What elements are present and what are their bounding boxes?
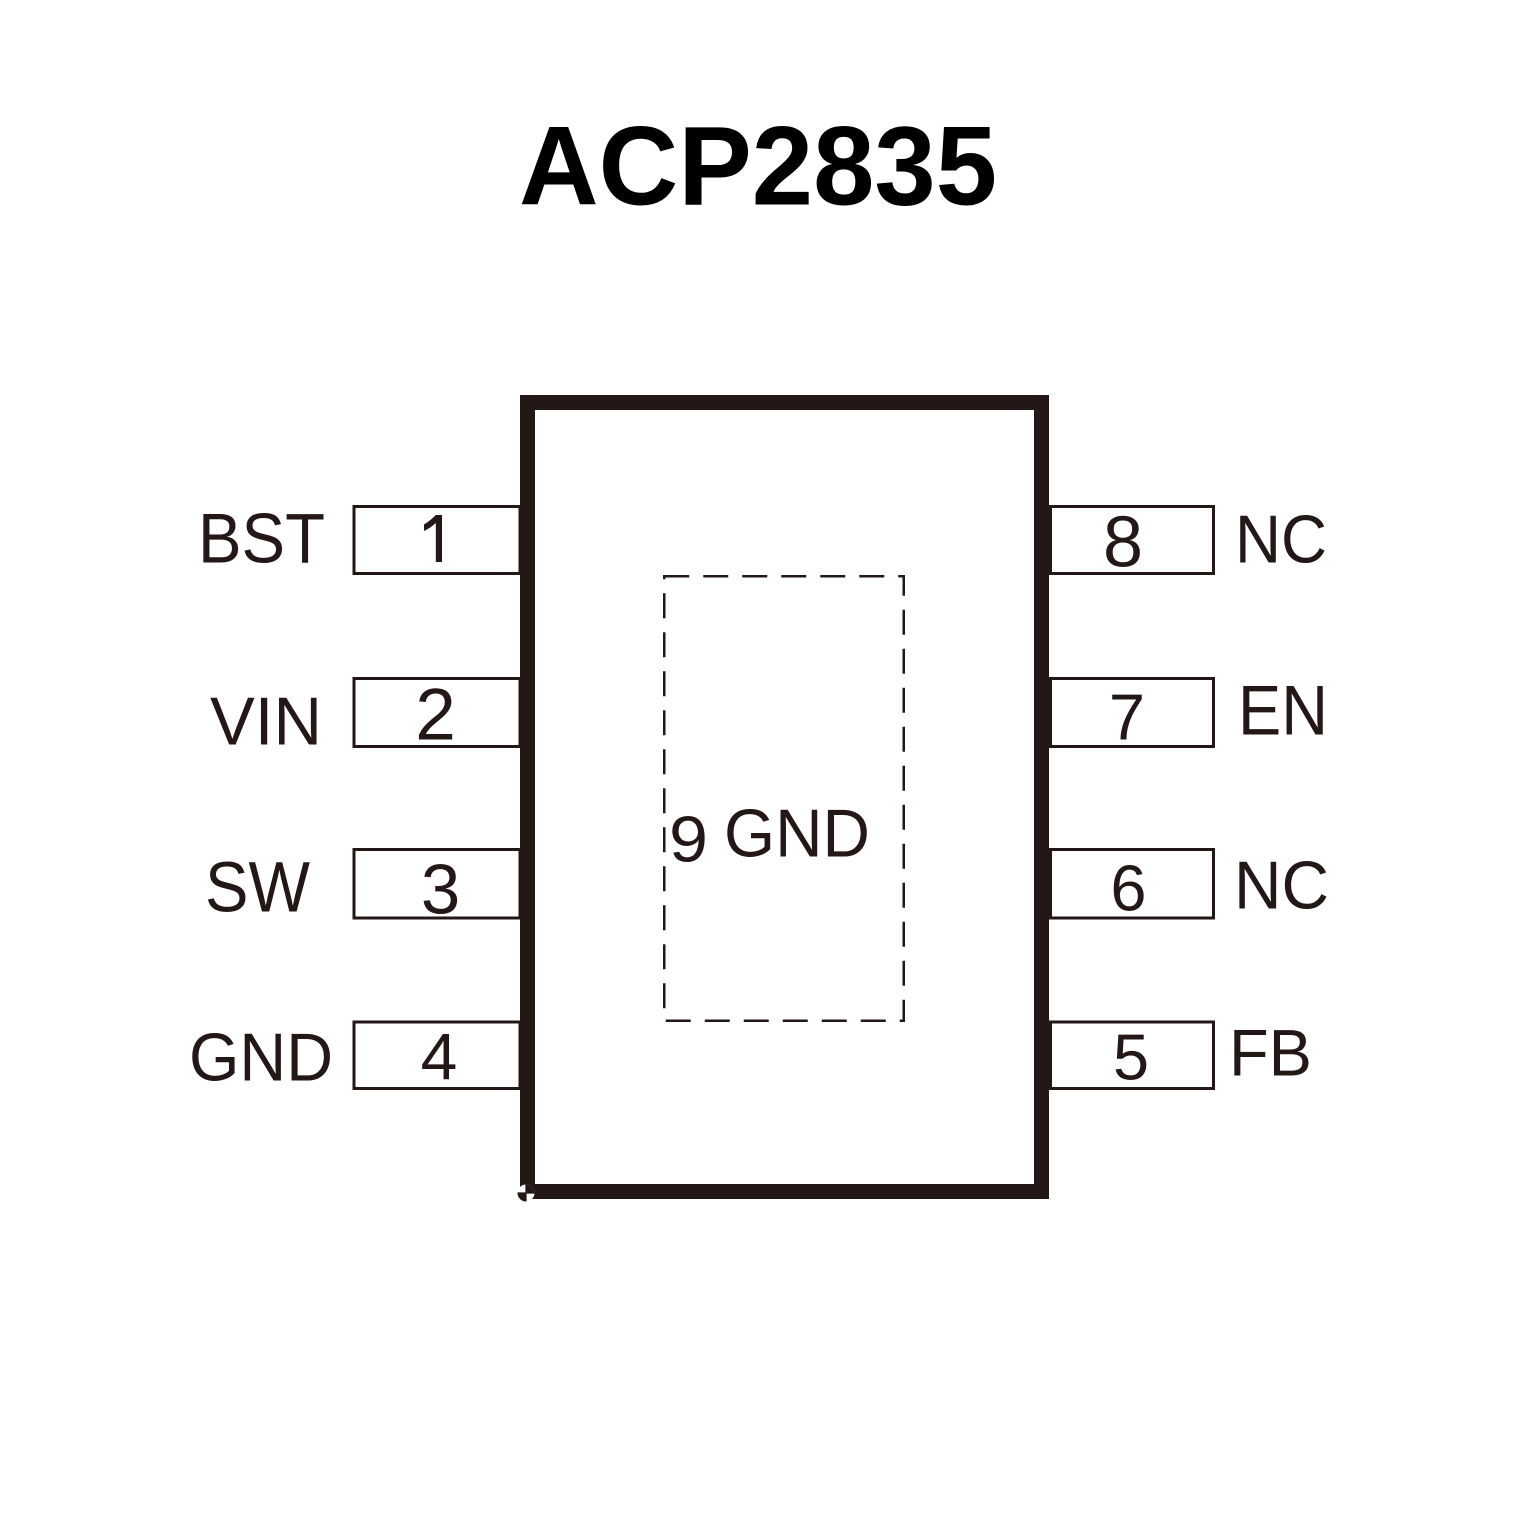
svg-text:3: 3 [421, 851, 460, 930]
svg-text:8: 8 [1103, 503, 1143, 583]
svg-text:SW: SW [205, 849, 310, 928]
svg-text:NC: NC [1235, 502, 1327, 578]
svg-text:5: 5 [1113, 1021, 1149, 1094]
svg-text:2: 2 [415, 675, 456, 756]
svg-text:4: 4 [421, 1020, 458, 1094]
svg-text:GND: GND [189, 1020, 333, 1096]
svg-text:EN: EN [1238, 672, 1328, 751]
svg-text:ACP2835: ACP2835 [519, 104, 997, 229]
svg-text:VIN: VIN [210, 684, 322, 760]
svg-text:GND: GND [724, 796, 870, 872]
svg-text:9: 9 [669, 803, 708, 876]
svg-text:BST: BST [198, 500, 325, 579]
svg-text:6: 6 [1110, 852, 1146, 925]
svg-text:NC: NC [1234, 848, 1329, 924]
svg-text:FB: FB [1229, 1016, 1312, 1090]
svg-text:7: 7 [1109, 681, 1145, 754]
